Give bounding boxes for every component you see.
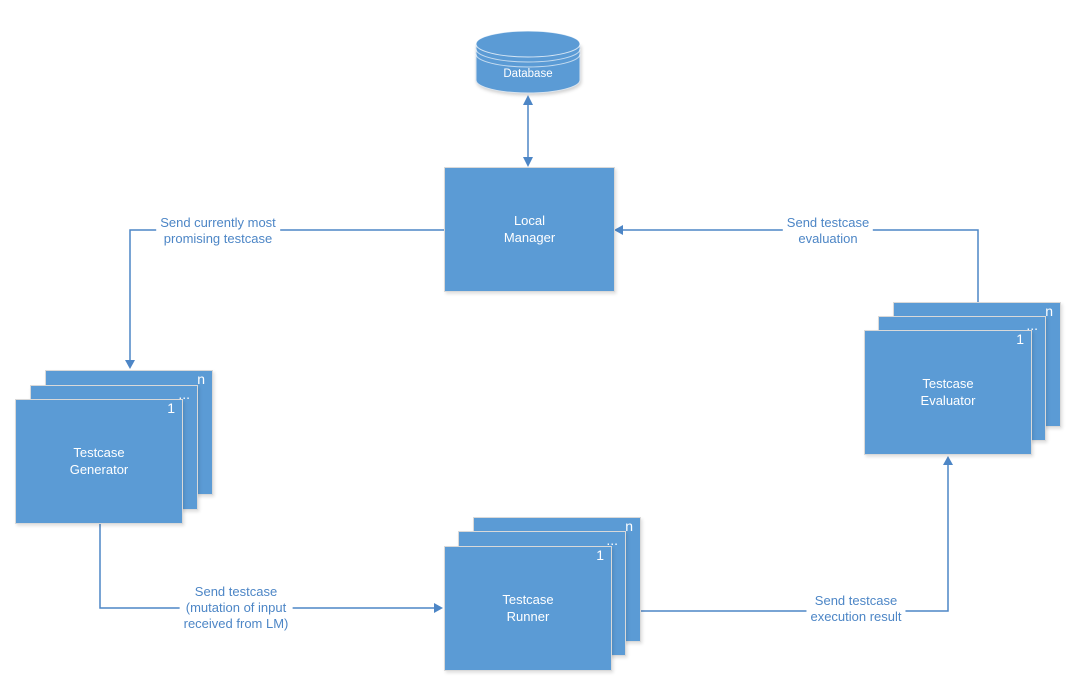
instance-badge-1: 1 [167,400,175,416]
edge-label-line: Send testcase [814,593,898,608]
connector-runner-to-evaluator [641,456,953,612]
connector-shaft [641,464,949,612]
instance-badge-n: n [625,518,633,534]
edge-label-line: Send testcase [786,215,870,230]
instance-badge-1: 1 [596,547,604,563]
arrowhead-up-icon [523,95,533,105]
edge-label-send-testcase-evaluation: Send testcase evaluation [782,215,874,247]
database-cylinder [475,30,581,94]
cylinder-ring [475,53,581,68]
arrowhead-down-icon [523,157,533,167]
database-label: Database [503,68,553,80]
testcase-runner-label: Testcase Runner [502,591,554,624]
instance-badge-ellipsis: ... [1026,317,1038,333]
instance-badge-n: n [197,371,205,387]
connector-database-local-manager [523,95,533,167]
connector-generator-to-runner [99,524,443,613]
edge-label-send-testcase-mutation: Send testcase (mutation of input receive… [179,584,293,632]
edge-label-line: Send currently most [160,215,276,230]
testcase-evaluator-node: 1 Testcase Evaluator [864,330,1032,455]
cylinder-ring [475,48,581,63]
instance-badge-1: 1 [1016,331,1024,347]
edge-label-line: Send testcase [194,584,278,599]
testcase-generator-node: 1 Testcase Generator [15,399,183,524]
local-manager-node: Local Manager [444,167,615,292]
connector-lm-to-generator [125,229,444,369]
local-manager-label: Local Manager [503,212,556,245]
edge-label-line: received from LM) [183,616,289,631]
testcase-runner-node: 1 Testcase Runner [444,546,612,671]
edge-label-line: execution result [810,609,902,624]
instance-badge-ellipsis: ... [606,532,618,548]
arrowhead-left-icon [614,225,623,235]
arrowhead-down-icon [125,360,135,369]
arrowhead-right-icon [434,603,443,613]
testcase-evaluator-label: Testcase Evaluator [920,375,976,408]
instance-badge-ellipsis: ... [178,386,190,402]
cylinder-top [475,30,581,58]
instance-badge-n: n [1045,303,1053,319]
edge-label-line: promising testcase [163,231,273,246]
connector-shaft [129,229,444,361]
edge-label-line: (mutation of input [185,600,287,615]
edge-label-send-execution-result: Send testcase execution result [806,593,906,625]
edge-label-send-promising-testcase: Send currently most promising testcase [156,215,280,247]
connector-shaft [99,524,435,609]
connector-evaluator-to-lm [614,225,979,302]
edge-label-line: evaluation [798,231,858,246]
arrowhead-up-icon [943,456,953,465]
testcase-generator-label: Testcase Generator [69,444,129,477]
cylinder-body [475,44,581,94]
connector-shaft [622,229,979,302]
